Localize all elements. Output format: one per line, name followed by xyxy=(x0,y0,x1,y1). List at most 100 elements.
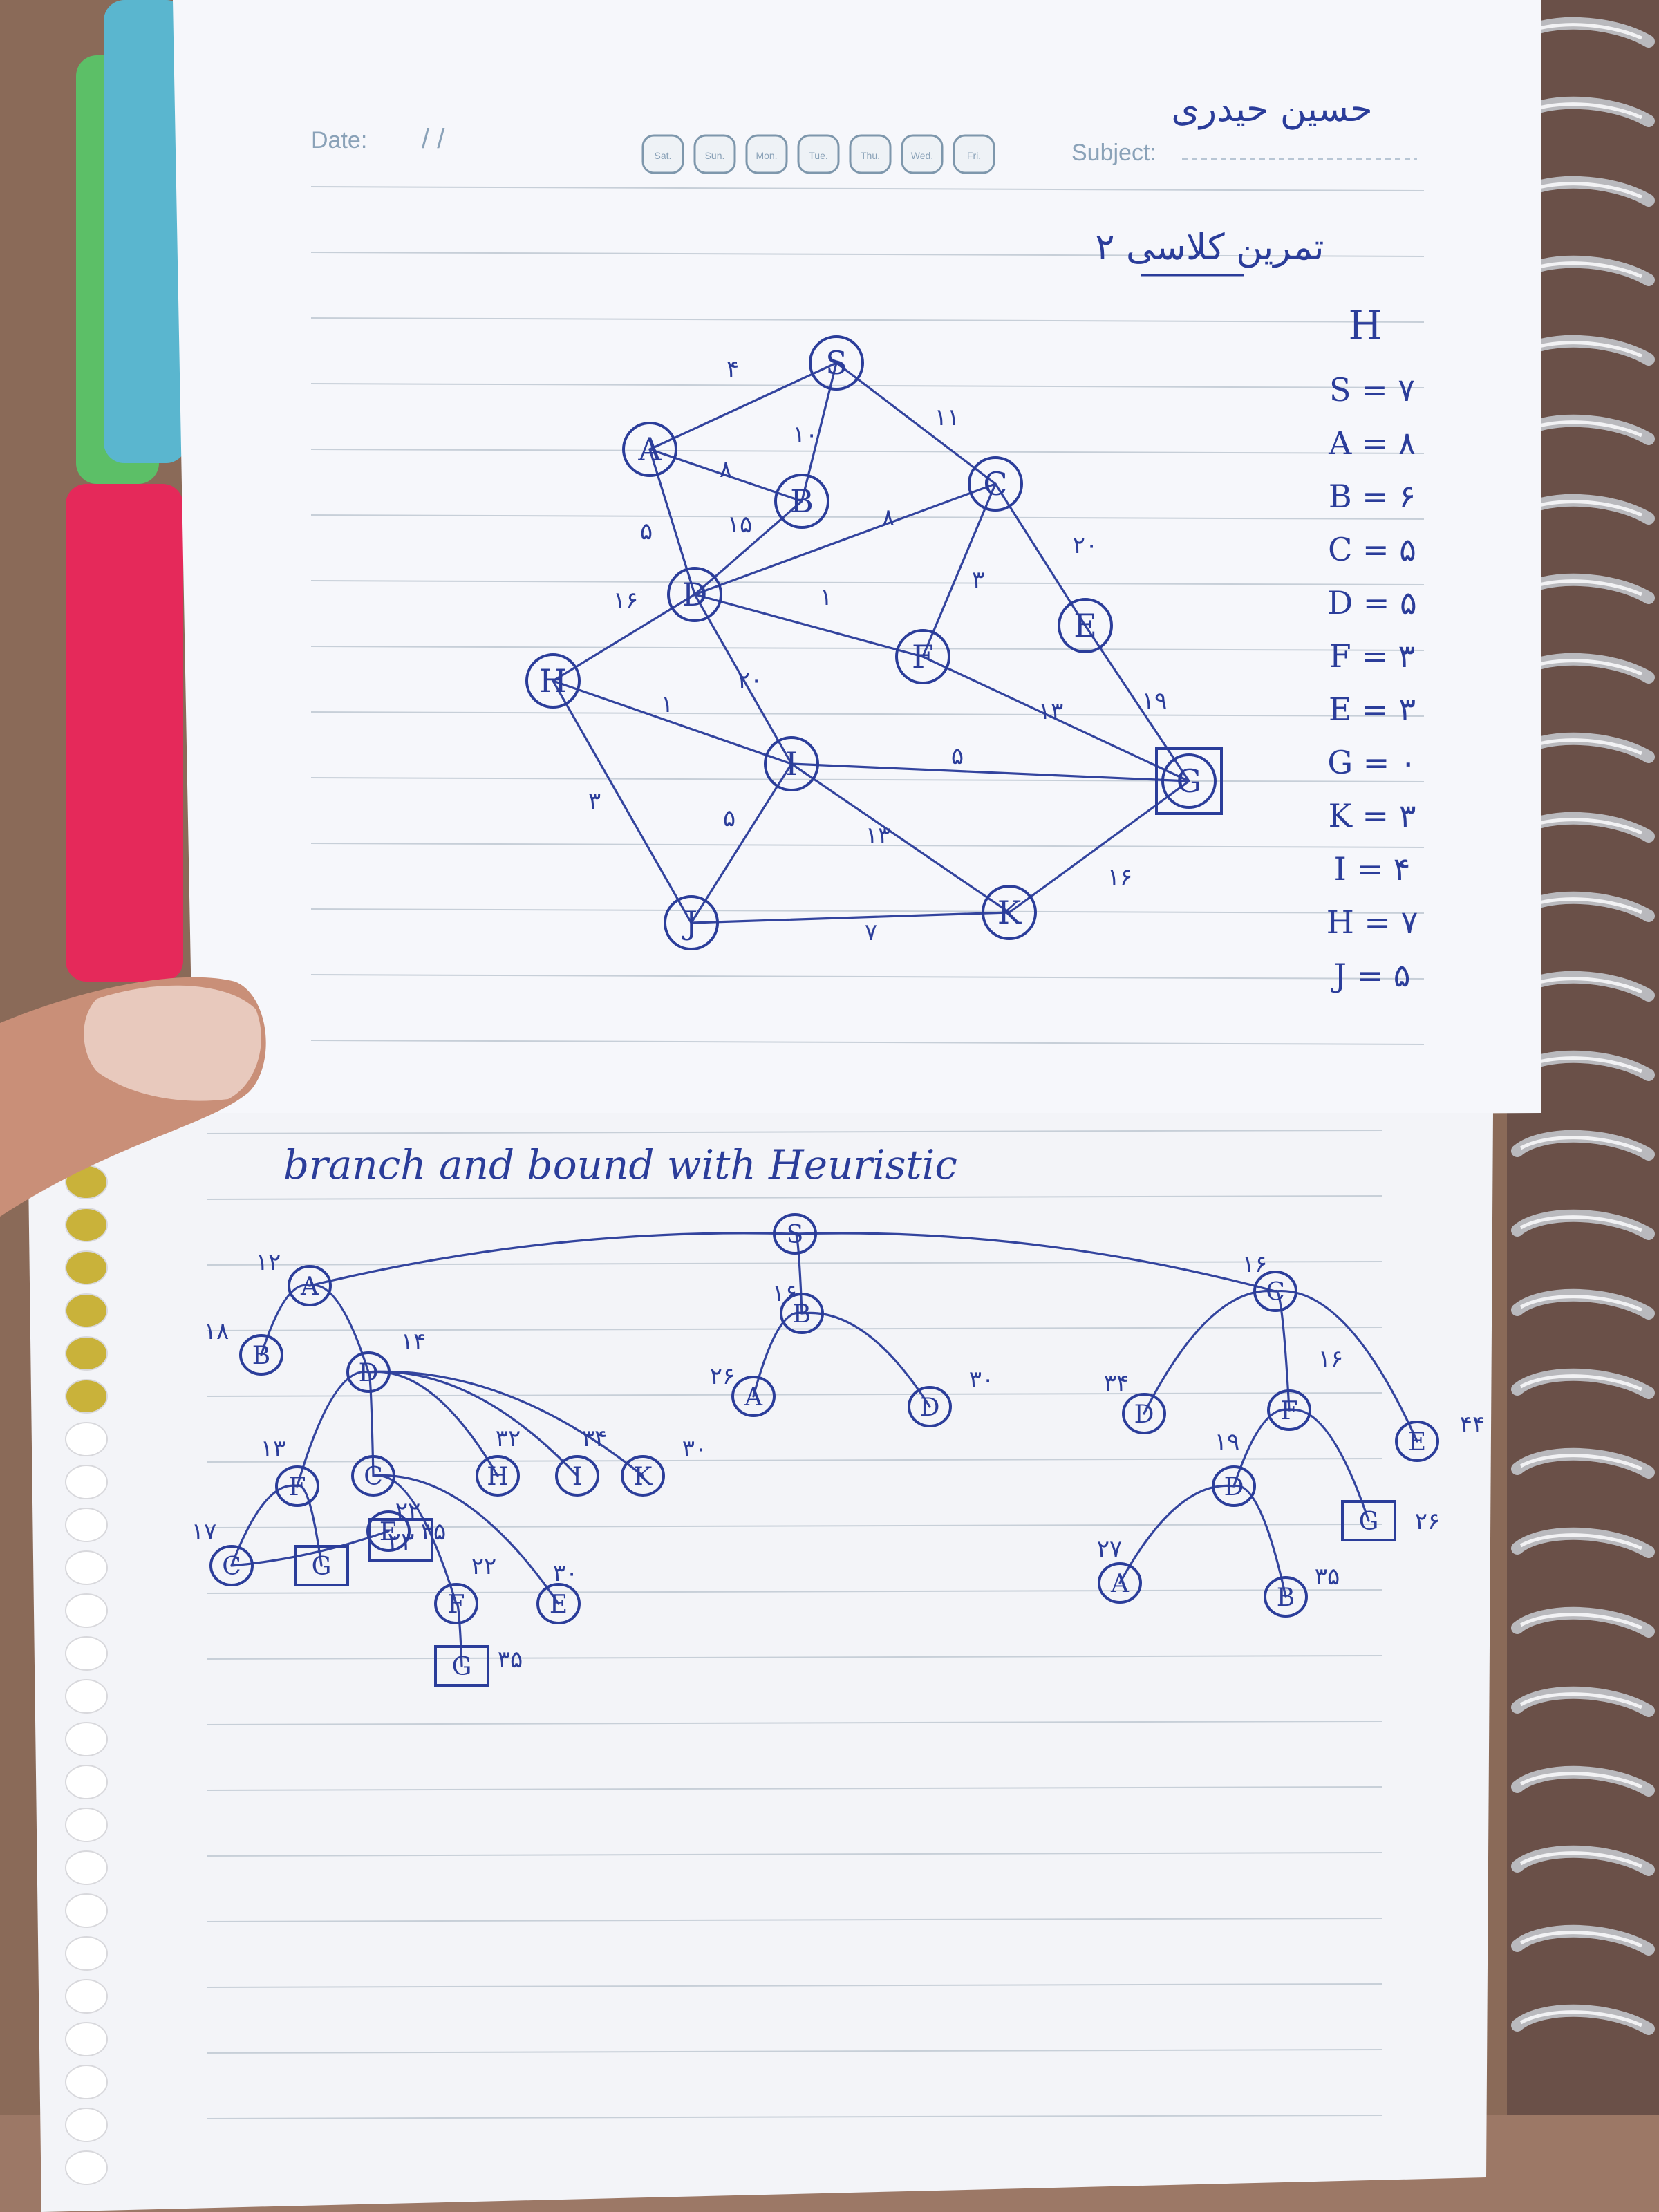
tree-node-label: F xyxy=(448,1591,465,1619)
ruled-line xyxy=(207,1655,1383,1660)
page-title: تمرین کلاسی ۲ xyxy=(1096,227,1324,268)
tree-node-cost: ۲۶ xyxy=(710,1362,735,1390)
edge-weight: ۳ xyxy=(588,787,601,815)
heuristic-list: H S = ۷A = ۸B = ۶C = ۵D = ۵F = ۳E = ۳G =… xyxy=(1327,303,1418,994)
tree-node-label: D xyxy=(920,1394,940,1422)
punch-hole xyxy=(65,1679,108,1714)
lower-page xyxy=(28,1113,1493,2212)
heuristic-row: G = ۰ xyxy=(1327,744,1416,781)
date-slashes: / / xyxy=(422,124,445,154)
graph-edge xyxy=(690,762,793,924)
tree-node-cost: ۳۴ xyxy=(582,1425,608,1452)
ruled-line xyxy=(207,2115,1383,2119)
tab-red xyxy=(66,484,183,982)
tree-node-cost: ۳۰ xyxy=(553,1559,579,1587)
tree-edge xyxy=(455,1602,463,1667)
tree-node xyxy=(239,1334,283,1376)
graph-node xyxy=(525,653,581,709)
ruled-line xyxy=(207,1786,1383,1791)
graph-edge xyxy=(1084,624,1190,782)
date-label: Date: xyxy=(311,127,367,153)
graph-edge xyxy=(994,482,1087,627)
punch-hole xyxy=(65,1250,108,1285)
weekday-label: Sun. xyxy=(705,150,725,161)
heuristic-row: J = ۵ xyxy=(1331,957,1411,994)
graph-node-label: D xyxy=(682,576,708,613)
punch-hole xyxy=(65,1508,108,1542)
tree-node-label: G xyxy=(312,1553,332,1581)
heuristic-row: C = ۵ xyxy=(1328,531,1416,568)
edge-weight: ۱۹ xyxy=(1142,687,1168,715)
tree-node xyxy=(621,1455,665,1497)
ruled-line xyxy=(310,843,1425,848)
ruled-line xyxy=(310,646,1425,651)
tree-node-cost: ۱۷ xyxy=(191,1518,217,1546)
graph-node-label: E xyxy=(1074,607,1097,644)
graph-node xyxy=(667,567,722,622)
graph-node xyxy=(1161,753,1217,809)
graph-edge xyxy=(552,679,693,924)
graph-node-label: J xyxy=(682,904,697,941)
boxed-cost-value: ۲۳ xyxy=(388,1528,415,1556)
tree-node-cost: ۱۶ xyxy=(772,1280,798,1307)
ruled-line xyxy=(310,1040,1425,1045)
ruled-line xyxy=(310,252,1425,257)
punch-hole xyxy=(65,1465,108,1499)
tree-node xyxy=(731,1376,776,1417)
tree-node-label: A xyxy=(300,1273,319,1301)
ruled-line xyxy=(207,1852,1383,1857)
graph-goal-box xyxy=(1155,747,1223,815)
tree-node-cost: ۳۴ xyxy=(1104,1369,1130,1397)
punch-hole xyxy=(65,1850,108,1885)
heuristic-row: F = ۳ xyxy=(1329,637,1415,675)
tree-node xyxy=(366,1510,411,1552)
ruled-line xyxy=(207,1918,1383,1922)
tree-node-cost: ۲۷ xyxy=(1097,1535,1123,1563)
graph-edge xyxy=(552,593,696,682)
edge-weight: ۱ xyxy=(820,583,832,611)
tree-node-label: A xyxy=(1110,1570,1130,1598)
tree-node-cost: ۳۰ xyxy=(969,1366,995,1394)
edge-weight: ۳ xyxy=(972,566,984,594)
ruled-line xyxy=(207,1524,1383,1528)
graph-node xyxy=(622,422,677,477)
tree-node xyxy=(908,1386,952,1427)
punch-hole xyxy=(65,1936,108,1971)
lower-ruled-lines xyxy=(207,1130,1383,2119)
edge-weight: ۵ xyxy=(723,805,735,832)
weekday-label: Thu. xyxy=(861,150,880,161)
graph-edge xyxy=(693,500,803,596)
weekday-box xyxy=(797,134,840,174)
heuristic-row: K = ۳ xyxy=(1329,797,1416,834)
spiral-ring-highlight xyxy=(1519,1692,1642,1709)
graph-node xyxy=(982,885,1037,940)
ruled-line xyxy=(310,777,1425,782)
tree-edge xyxy=(794,1232,1277,1293)
graph-edge xyxy=(693,482,997,596)
tree-edge xyxy=(372,1474,560,1605)
graph-node-label: K xyxy=(997,894,1022,931)
tree-goal-box xyxy=(1341,1500,1396,1541)
heuristic-row: D = ۵ xyxy=(1327,584,1416,621)
weekday-box xyxy=(953,134,995,174)
boxed-cost xyxy=(368,1518,433,1562)
tree-edge xyxy=(1288,1408,1370,1522)
graph-node xyxy=(1058,598,1113,653)
tree-node xyxy=(780,1293,824,1334)
ruled-line xyxy=(207,1721,1383,1725)
tree-edge xyxy=(1232,1484,1287,1598)
tree-node-label: C xyxy=(364,1463,383,1491)
tree-node-label: B xyxy=(1277,1584,1295,1612)
graph-node-label: B xyxy=(790,482,814,520)
tree-node-cost: ۱۸ xyxy=(204,1318,229,1345)
ruled-line xyxy=(207,1983,1383,1988)
tree-node-label: G xyxy=(452,1653,472,1681)
tree-node-label: B xyxy=(252,1342,270,1370)
tree-node xyxy=(351,1455,395,1497)
graph-edge xyxy=(921,482,997,658)
heuristic-row: B = ۶ xyxy=(1329,478,1416,515)
tree-node-cost: ۲۲ xyxy=(471,1553,497,1580)
graph-edge xyxy=(648,362,838,451)
ruled-line xyxy=(207,2049,1383,2054)
